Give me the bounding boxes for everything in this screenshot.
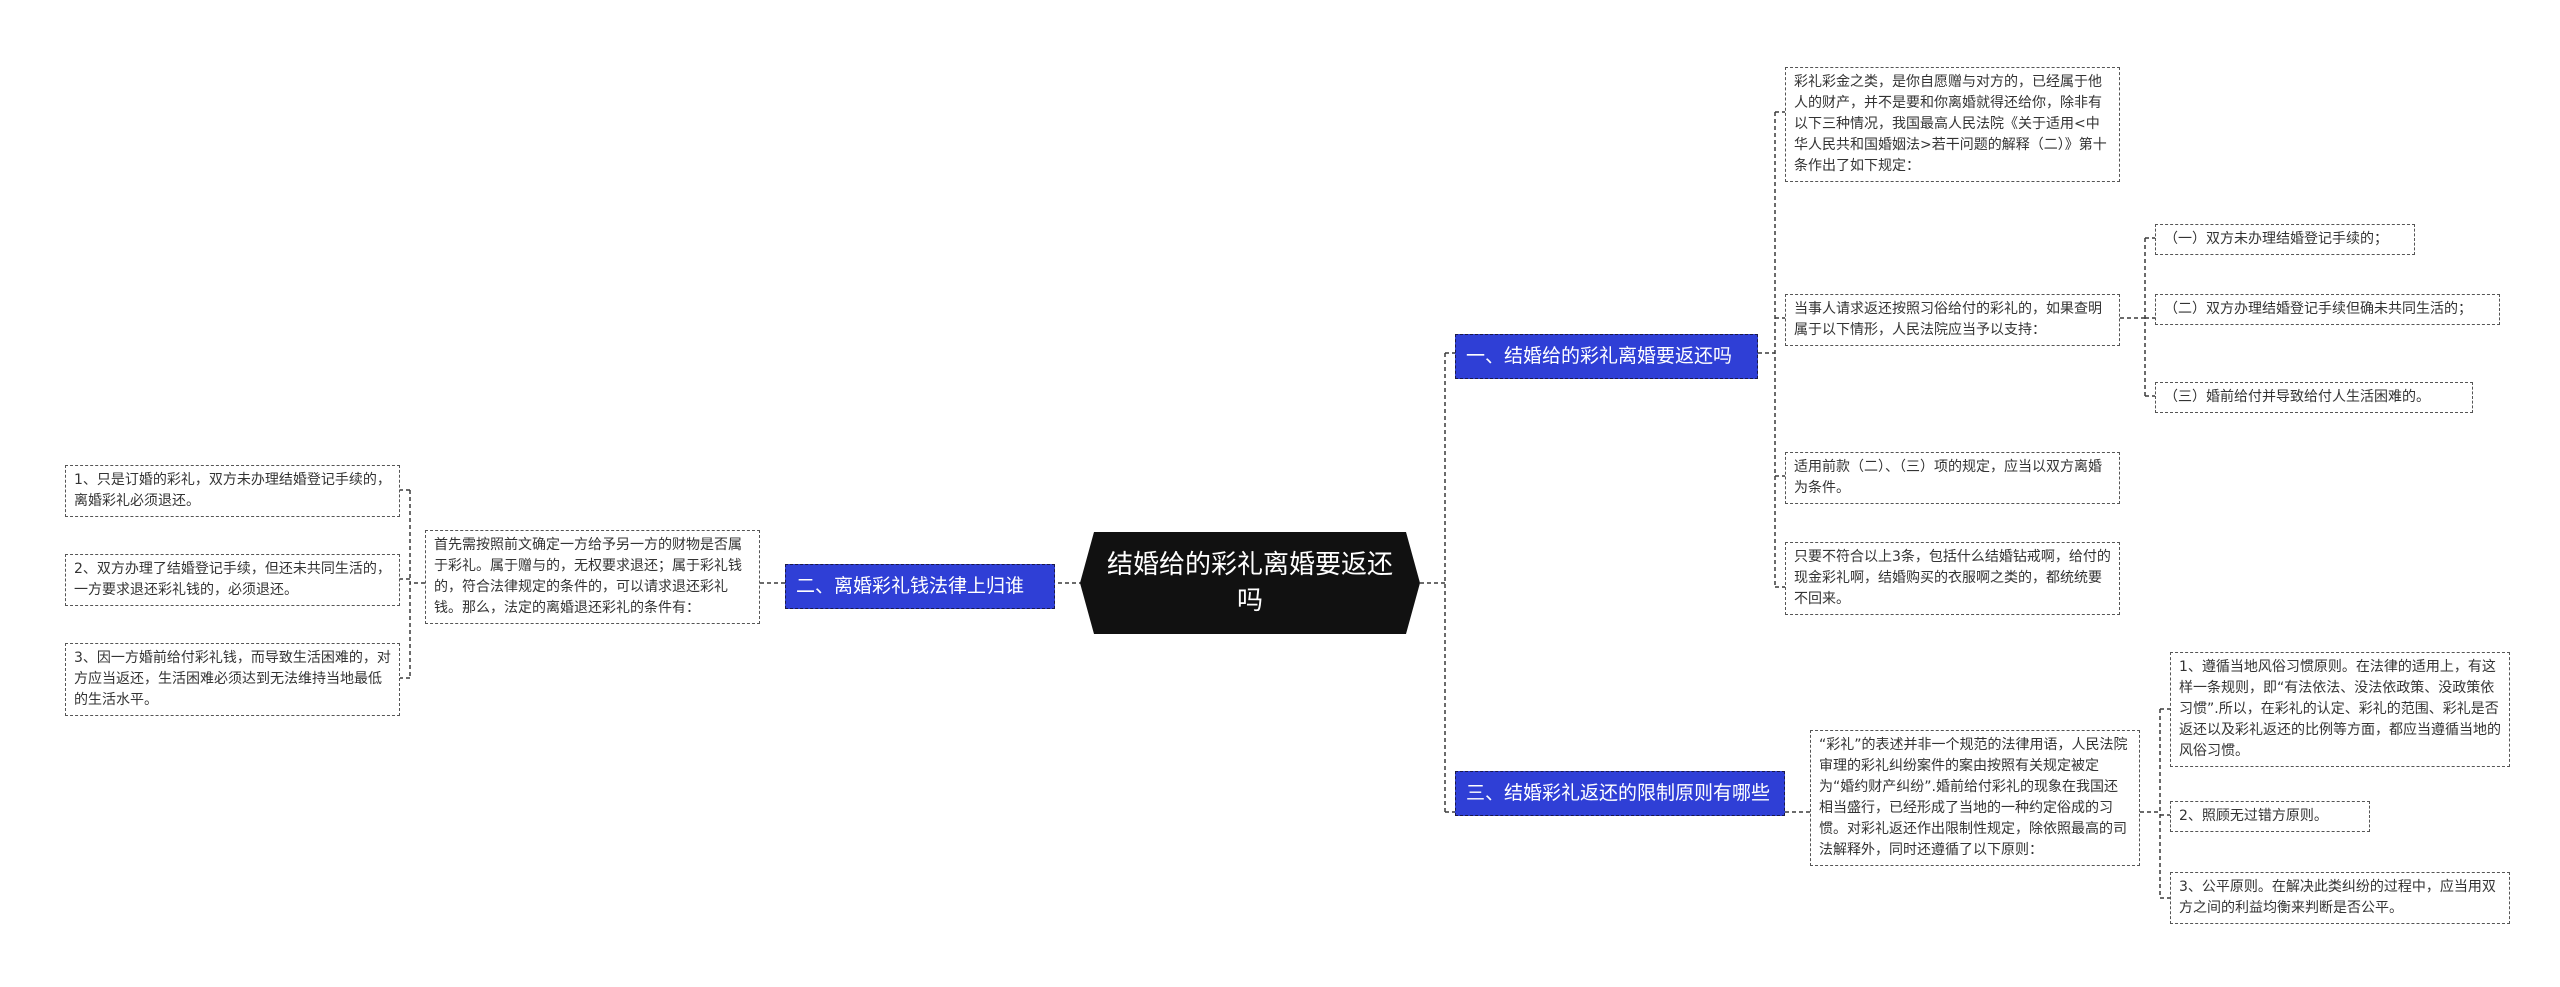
branch-3-item-1[interactable]: “彩礼”的表述并非一个规范的法律用语，人民法院审理的彩礼纠纷案件的案由按照有关规… bbox=[1810, 730, 2140, 866]
link-b3c1-trunk bbox=[2140, 709, 2161, 898]
branch-1-item-2[interactable]: 当事人请求返还按照习俗给付的彩礼的，如果查明属于以下情形，人民法院应当予以支持： bbox=[1785, 294, 2120, 346]
branch-3-item-1-sub-3-text: 3、公平原则。在解决此类纠纷的过程中，应当用双方之间的利益均衡来判断是否公平。 bbox=[2179, 879, 2496, 916]
branch-2-item-1-sub-3-text: 3、因一方婚前给付彩礼钱，而导致生活困难的，对方应当返还，生活困难必须达到无法维… bbox=[74, 650, 391, 708]
branch-2-item-1-sub-1[interactable]: 1、只是订婚的彩礼，双方未办理结婚登记手续的，离婚彩礼必须退还。 bbox=[65, 465, 400, 517]
branch-3-item-1-text: “彩礼”的表述并非一个规范的法律用语，人民法院审理的彩礼纠纷案件的案由按照有关规… bbox=[1819, 737, 2128, 858]
branch-3-item-1-sub-2[interactable]: 2、照顾无过错方原则。 bbox=[2170, 801, 2370, 832]
branch-1-item-3-text: 适用前款（二）、（三）项的规定，应当以双方离婚为条件。 bbox=[1794, 459, 2102, 496]
branch-2-item-1-sub-2[interactable]: 2、双方办理了结婚登记手续，但还未共同生活的，一方要求退还彩礼钱的，必须退还。 bbox=[65, 554, 400, 606]
root-topic[interactable]: 结婚给的彩礼离婚要返还吗 bbox=[1080, 532, 1420, 634]
branch-1-item-4[interactable]: 只要不符合以上3条，包括什么结婚钻戒啊，给付的现金彩礼啊，结婚购买的衣服啊之类的… bbox=[1785, 542, 2120, 615]
branch-topic-1[interactable]: 一、结婚给的彩礼离婚要返还吗 bbox=[1455, 334, 1758, 379]
branch-1-item-2-sub-1[interactable]: （一）双方未办理结婚登记手续的； bbox=[2155, 224, 2415, 255]
branch-1-item-1-text: 彩礼彩金之类，是你自愿赠与对方的，已经属于他人的财产，并不是要和你离婚就得还给你… bbox=[1794, 74, 2107, 174]
branch-3-item-1-sub-2-text: 2、照顾无过错方原则。 bbox=[2179, 808, 2328, 824]
link-b2c1-trunk bbox=[409, 490, 425, 678]
branch-3-item-1-sub-1-text: 1、遵循当地风俗习惯原则。在法律的适用上，有这样一条规则，即“有法依法、没法依政… bbox=[2179, 659, 2501, 759]
branch-3-item-1-sub-3[interactable]: 3、公平原则。在解决此类纠纷的过程中，应当用双方之间的利益均衡来判断是否公平。 bbox=[2170, 872, 2510, 924]
branch-1-item-2-sub-2[interactable]: （二）双方办理结婚登记手续但确未共同生活的； bbox=[2155, 294, 2500, 325]
branch-3-item-1-sub-1[interactable]: 1、遵循当地风俗习惯原则。在法律的适用上，有这样一条规则，即“有法依法、没法依政… bbox=[2170, 652, 2510, 767]
branch-1-item-2-sub-2-text: （二）双方办理结婚登记手续但确未共同生活的； bbox=[2164, 301, 2472, 317]
link-b1c2-trunk bbox=[2120, 238, 2146, 396]
branch-topic-1-label: 一、结婚给的彩礼离婚要返还吗 bbox=[1466, 345, 1733, 367]
branch-1-item-2-sub-3-text: （三）婚前给付并导致给付人生活困难的。 bbox=[2164, 389, 2430, 405]
branch-1-item-1[interactable]: 彩礼彩金之类，是你自愿赠与对方的，已经属于他人的财产，并不是要和你离婚就得还给你… bbox=[1785, 67, 2120, 182]
branch-2-item-1-sub-3[interactable]: 3、因一方婚前给付彩礼钱，而导致生活困难的，对方应当返还，生活困难必须达到无法维… bbox=[65, 643, 400, 716]
branch-topic-3-label: 三、结婚彩礼返还的限制原则有哪些 bbox=[1466, 782, 1771, 804]
branch-1-item-4-text: 只要不符合以上3条，包括什么结婚钻戒啊，给付的现金彩礼啊，结婚购买的衣服啊之类的… bbox=[1794, 549, 2111, 607]
branch-1-item-3[interactable]: 适用前款（二）、（三）项的规定，应当以双方离婚为条件。 bbox=[1785, 452, 2120, 504]
branch-2-item-1-sub-1-text: 1、只是订婚的彩礼，双方未办理结婚登记手续的，离婚彩礼必须退还。 bbox=[74, 472, 391, 509]
link-root-right-trunk bbox=[1420, 353, 1446, 812]
branch-2-item-1[interactable]: 首先需按照前文确定一方给予另一方的财物是否属于彩礼。属于赠与的，无权要求退还；属… bbox=[425, 530, 760, 624]
branch-topic-2-label: 二、离婚彩礼钱法律上归谁 bbox=[796, 575, 1025, 597]
branch-topic-3[interactable]: 三、结婚彩礼返还的限制原则有哪些 bbox=[1455, 771, 1785, 816]
root-topic-label: 结婚给的彩礼离婚要返还吗 bbox=[1106, 550, 1393, 616]
branch-topic-2[interactable]: 二、离婚彩礼钱法律上归谁 bbox=[785, 564, 1055, 609]
branch-2-item-1-text: 首先需按照前文确定一方给予另一方的财物是否属于彩礼。属于赠与的，无权要求退还；属… bbox=[434, 537, 742, 616]
branch-1-item-2-sub-3[interactable]: （三）婚前给付并导致给付人生活困难的。 bbox=[2155, 382, 2473, 413]
branch-2-item-1-sub-2-text: 2、双方办理了结婚登记手续，但还未共同生活的，一方要求退还彩礼钱的，必须退还。 bbox=[74, 561, 391, 598]
branch-1-item-2-text: 当事人请求返还按照习俗给付的彩礼的，如果查明属于以下情形，人民法院应当予以支持： bbox=[1794, 301, 2102, 338]
link-b1-trunk bbox=[1758, 112, 1776, 587]
branch-1-item-2-sub-1-text: （一）双方未办理结婚登记手续的； bbox=[2164, 231, 2388, 247]
